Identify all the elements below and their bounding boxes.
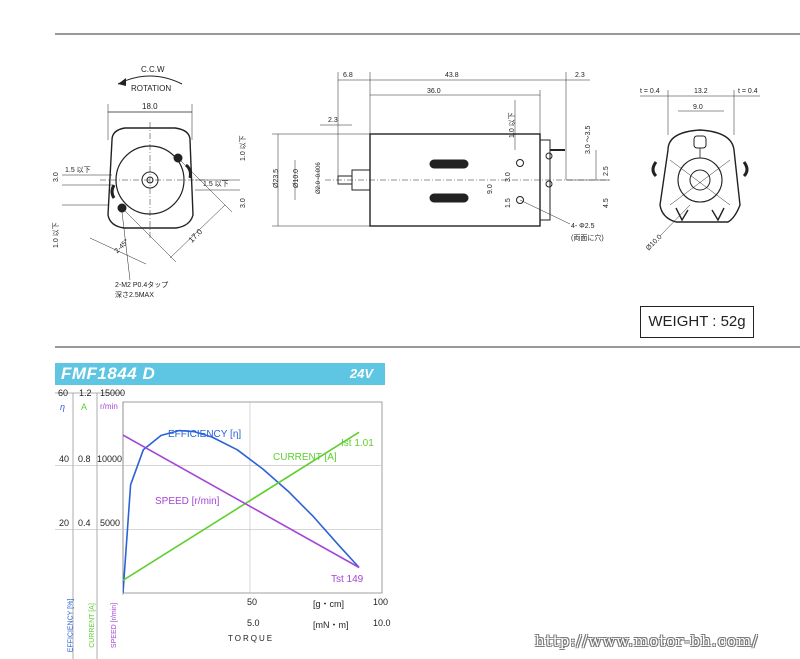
svg-text:1.5: 1.5 <box>505 198 512 208</box>
cur-axis-top: 1.2 <box>79 388 92 398</box>
svg-text:t = 0.4: t = 0.4 <box>738 88 758 95</box>
x-axis-label: TORQUE <box>228 634 275 643</box>
svg-text:2-45°: 2-45° <box>113 237 131 255</box>
svg-text:43.8: 43.8 <box>445 72 459 79</box>
current-line <box>123 431 360 581</box>
chart-voltage: 24V <box>349 366 373 381</box>
svg-text:(両面に穴): (両面に穴) <box>571 233 604 242</box>
spd-axis-top: 15000 <box>100 388 126 398</box>
series-layer <box>123 429 360 593</box>
svg-text:2.5: 2.5 <box>603 166 610 176</box>
svg-text:17.0: 17.0 <box>187 227 205 245</box>
current-label: CURRENT [A] <box>273 452 337 463</box>
svg-text:t = 0.4: t = 0.4 <box>640 88 660 95</box>
ist-annotation: Ist 1.01 <box>341 438 374 449</box>
svg-text:6.8: 6.8 <box>343 72 353 79</box>
x-tick-10: 10.0 <box>373 618 391 628</box>
website-url: http://www.motor-bh.com/ <box>535 632 759 650</box>
x-unit-secondary: [mN・m] <box>313 620 349 630</box>
svg-text:1.0 以下: 1.0 以下 <box>508 112 516 138</box>
eff-tick-40: 40 <box>59 454 70 464</box>
front-view: C.C.W ROTATION 18.0 1.5 以下 3.0 1.0 以下 1.… <box>52 65 247 299</box>
svg-text:深さ2.5MAX: 深さ2.5MAX <box>115 290 154 299</box>
svg-text:Ø2.0 -0.006: Ø2.0 -0.006 <box>316 162 322 194</box>
svg-text:2.3: 2.3 <box>328 117 338 124</box>
tst-annotation: Tst 149 <box>331 574 364 585</box>
svg-text:3.0: 3.0 <box>240 198 247 208</box>
efficiency-curve <box>123 429 360 593</box>
x-tick-100: 100 <box>373 597 389 607</box>
svg-text:3.0: 3.0 <box>53 172 60 182</box>
spd-tick-10000: 10000 <box>97 454 123 464</box>
chart-header: FMF1844 D 24V <box>55 363 385 385</box>
svg-text:4- Φ2.5: 4- Φ2.5 <box>571 223 595 230</box>
spd-axis-label: SPEED [r/min] <box>111 602 119 649</box>
speed-line <box>123 434 360 569</box>
rotation-label-1: C.C.W <box>141 65 165 74</box>
x-tick-5: 5.0 <box>247 618 260 628</box>
cur-axis-label: CURRENT [A] <box>88 603 96 648</box>
gridlines <box>55 402 382 593</box>
svg-text:9.0: 9.0 <box>487 184 494 194</box>
svg-text:1.0 以下: 1.0 以下 <box>239 135 247 161</box>
x-unit-primary: [g・cm] <box>313 599 345 609</box>
efficiency-label: EFFICIENCY [η] <box>168 429 242 440</box>
svg-text:1.5 以下: 1.5 以下 <box>65 166 91 174</box>
side-view: 6.8 43.8 2.3 36.0 2.3 Ø23.5 Ø10.0 Ø2.0 -… <box>272 72 610 242</box>
plot-frame <box>122 401 383 594</box>
weight-label: WEIGHT : 52g <box>640 306 754 338</box>
cur-tick-08: 0.8 <box>78 454 91 464</box>
spd-tick-5000: 5000 <box>100 518 121 528</box>
svg-text:Ø10.0: Ø10.0 <box>645 234 664 253</box>
svg-text:13.2: 13.2 <box>694 88 708 95</box>
chart-title: FMF1844 D <box>61 364 156 383</box>
svg-text:36.0: 36.0 <box>427 88 441 95</box>
cur-axis-symbol: A <box>81 402 88 412</box>
spd-axis-symbol: r/min <box>100 402 118 411</box>
svg-text:Ø10.0: Ø10.0 <box>293 169 300 188</box>
cur-tick-04: 0.4 <box>78 518 91 528</box>
speed-label: SPEED [r/min] <box>155 496 220 507</box>
performance-chart <box>55 392 383 659</box>
x-tick-50: 50 <box>247 597 258 607</box>
svg-text:Ø23.5: Ø23.5 <box>273 169 280 188</box>
svg-text:1.5 以下: 1.5 以下 <box>203 180 229 188</box>
svg-text:2.3: 2.3 <box>575 72 585 79</box>
eff-axis-top: 60 <box>58 388 69 398</box>
svg-text:9.0: 9.0 <box>693 104 703 111</box>
rear-view: t = 0.4 13.2 t = 0.4 9.0 Ø10.0 <box>640 88 760 252</box>
eff-tick-20: 20 <box>59 518 70 528</box>
svg-text:4.5: 4.5 <box>603 198 610 208</box>
svg-text:3.0: 3.0 <box>505 172 512 182</box>
eff-axis-label: EFFICIENCY [%] <box>67 598 75 653</box>
svg-text:3.0 ～3.5: 3.0 ～3.5 <box>585 125 592 154</box>
eff-axis-symbol: η <box>60 402 65 412</box>
svg-text:18.0: 18.0 <box>142 102 158 111</box>
svg-text:1.0 以下: 1.0 以下 <box>52 222 60 248</box>
rotation-label-2: ROTATION <box>131 84 171 93</box>
svg-text:2-M2 P0.4タップ: 2-M2 P0.4タップ <box>115 280 168 289</box>
